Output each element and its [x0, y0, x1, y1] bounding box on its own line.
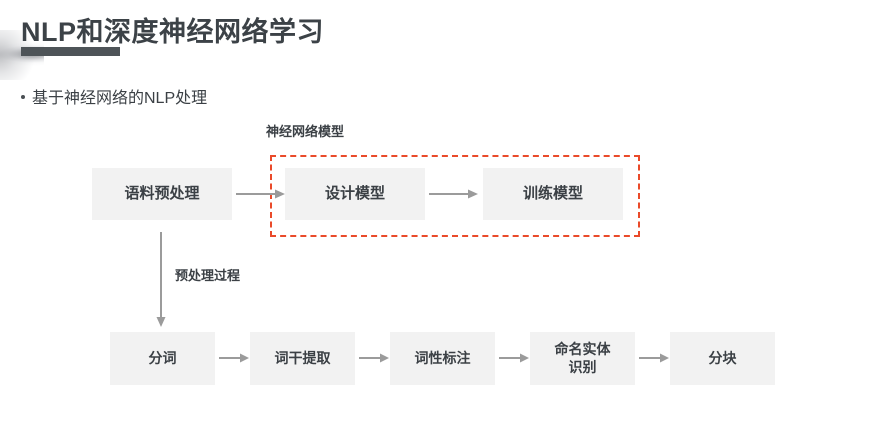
node-named-entity-recognition[interactable]: 命名实体 识别 [530, 332, 635, 385]
node-label: 分块 [708, 349, 737, 366]
arrow-design-to-train-icon [429, 189, 478, 199]
arrow-ner-to-chunking-icon [639, 353, 669, 363]
arrow-pos-to-ner-icon [499, 353, 529, 363]
neural-network-group-label: 神经网络模型 [266, 124, 345, 139]
node-pos-tagging[interactable]: 词性标注 [390, 332, 495, 385]
node-design-model[interactable]: 设计模型 [285, 168, 425, 220]
node-label: 分词 [148, 349, 177, 366]
branch-label-preprocess: 预处理过程 [175, 268, 241, 283]
arrow-corpus-to-design-icon [236, 189, 285, 199]
node-corpus-preprocessing[interactable]: 语料预处理 [92, 168, 232, 220]
node-label: 设计模型 [324, 184, 385, 202]
bullet-item-label: 基于神经网络的NLP处理 [32, 90, 208, 107]
node-chunking[interactable]: 分块 [670, 332, 775, 385]
arrow-tokenization-to-stemming-icon [219, 353, 249, 363]
node-tokenization[interactable]: 分词 [110, 332, 215, 385]
arrow-stemming-to-pos-icon [359, 353, 389, 363]
node-stemming[interactable]: 词干提取 [250, 332, 355, 385]
arrow-preprocess-branch-icon [156, 232, 166, 327]
bullet-item: 基于神经网络的NLP处理 [21, 84, 207, 108]
node-label: 语料预处理 [124, 184, 200, 202]
node-label: 词干提取 [274, 349, 331, 366]
page-title: NLP和深度神经网络学习 [21, 17, 324, 47]
bullet-dot-icon [21, 95, 25, 99]
title-underline-rule [21, 47, 120, 56]
neural-network-group-box [270, 155, 640, 237]
node-label: 命名实体 识别 [554, 341, 611, 375]
node-train-model[interactable]: 训练模型 [483, 168, 623, 220]
node-label: 词性标注 [414, 349, 471, 366]
node-label: 训练模型 [522, 184, 583, 202]
